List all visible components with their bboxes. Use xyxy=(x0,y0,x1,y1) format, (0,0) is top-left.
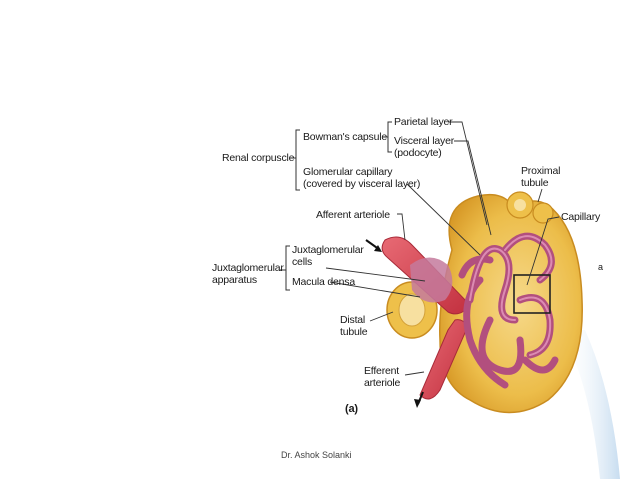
label-proximal-tubule-2: tubule xyxy=(521,177,549,189)
label-parietal-layer: Parietal layer xyxy=(394,116,453,128)
label-juxtaglomerular-cells-2: cells xyxy=(292,256,313,268)
footer-author: Dr. Ashok Solanki xyxy=(281,450,352,460)
label-distal-tubule-1: Distal xyxy=(340,314,366,326)
label-juxtaglomerular-apparatus-2: apparatus xyxy=(212,274,257,286)
highlight-box xyxy=(513,274,551,314)
label-podocyte: (podocyte) xyxy=(394,147,442,159)
label-brackets xyxy=(280,121,392,291)
edge-mark: a xyxy=(598,262,603,272)
juxtaglomerular-cells-shape xyxy=(410,257,453,303)
label-distal-tubule-2: tubule xyxy=(340,326,368,338)
label-bowmans-capsule: Bowman's capsule xyxy=(303,131,388,143)
label-macula-densa: Macula densa xyxy=(292,276,355,288)
label-juxtaglomerular-cells-1: Juxtaglomerular xyxy=(292,244,364,256)
label-capillary: Capillary xyxy=(561,211,601,223)
label-glomerular-capillary: Glomerular capillary xyxy=(303,166,393,178)
label-afferent-arteriole: Afferent arteriole xyxy=(316,209,390,221)
label-renal-corpuscle: Renal corpuscle xyxy=(222,152,295,164)
label-panel-a: (a) xyxy=(345,403,358,415)
label-covered-by-visceral-layer: (covered by visceral layer) xyxy=(303,178,421,190)
label-efferent-arteriole-1: Efferent xyxy=(364,365,399,377)
slide-accent xyxy=(560,330,620,479)
label-proximal-tubule-1: Proximal xyxy=(521,165,561,177)
label-efferent-arteriole-2: arteriole xyxy=(364,377,401,389)
label-juxtaglomerular-apparatus-1: Juxtaglomerular xyxy=(212,262,284,274)
proximal-tubule-shape xyxy=(506,191,554,224)
leader-lines xyxy=(325,121,560,376)
label-visceral-layer: Visceral layer xyxy=(394,135,455,147)
